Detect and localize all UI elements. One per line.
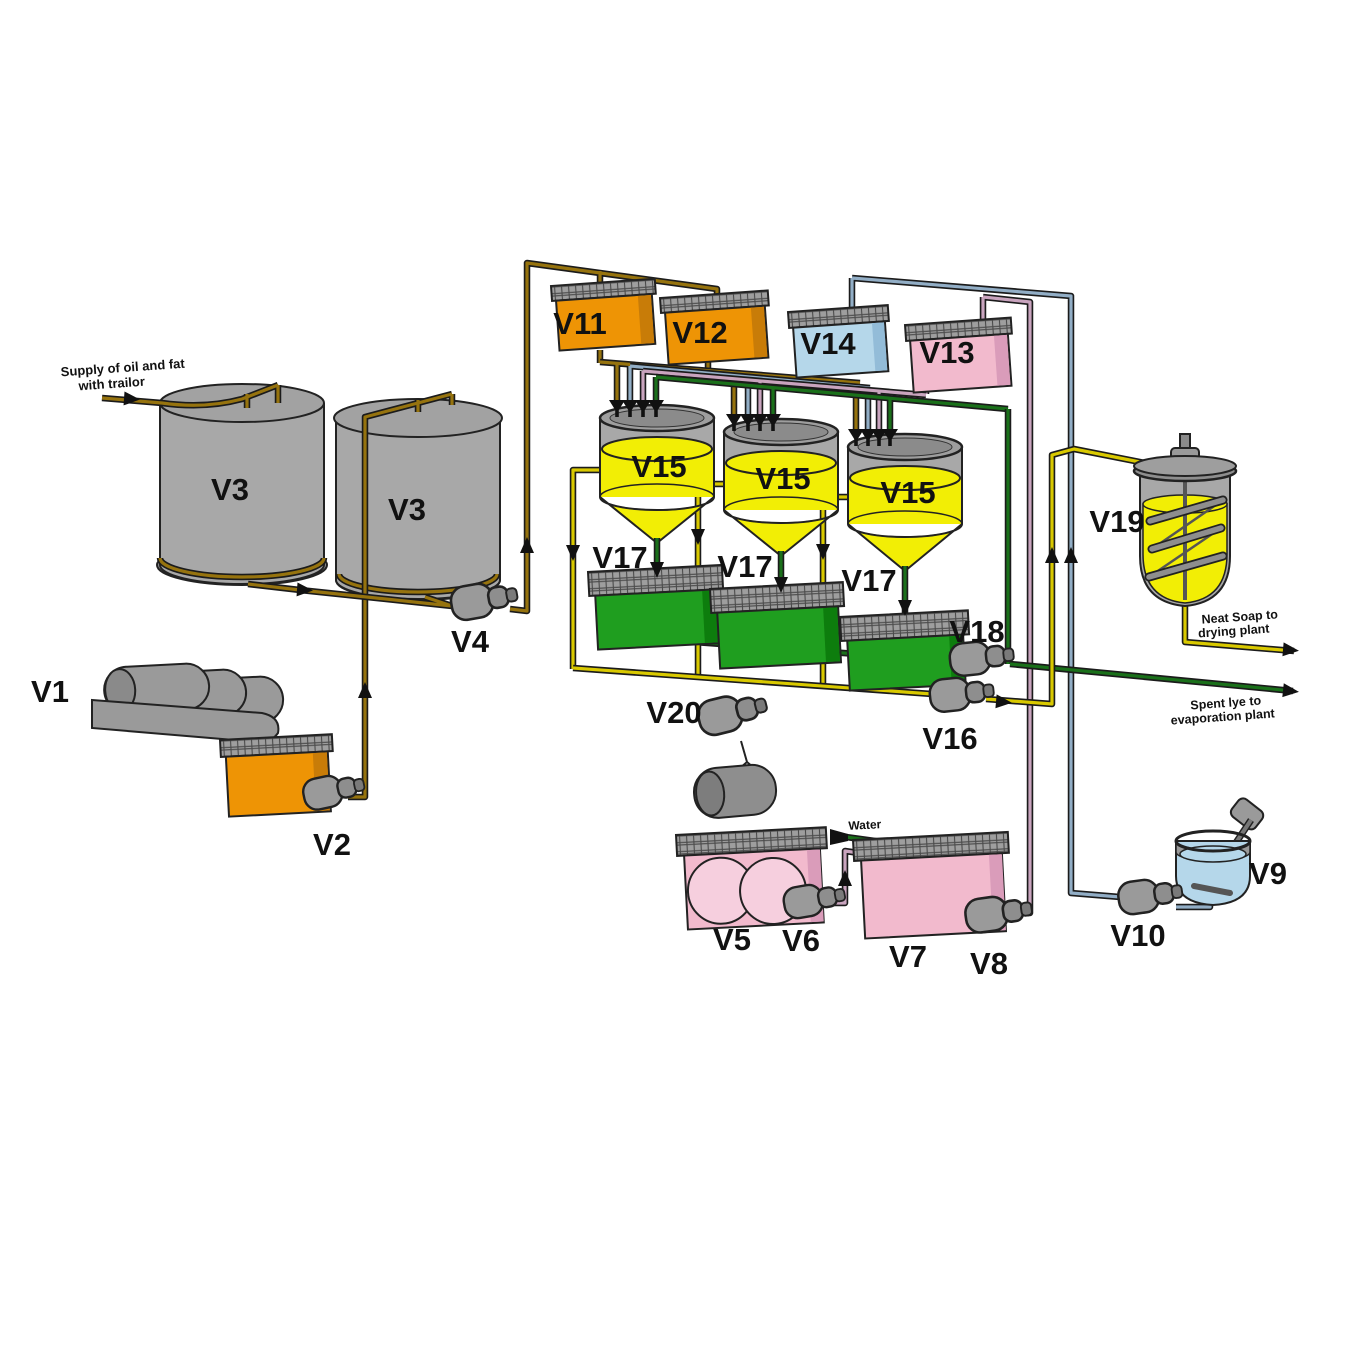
label-v3-right: V3 — [388, 492, 426, 527]
hoist-v20 — [693, 685, 778, 819]
label-v2: V2 — [313, 827, 351, 862]
neat-soap-annotation-line1: Neat Soap to — [1201, 607, 1279, 626]
vessel-labels: V1 V3 V3 V2 V4 V11 V12 V14 V13 V15 V15 V… — [31, 306, 1287, 981]
crutcher-v15-1 — [598, 403, 716, 545]
label-v17-3: V17 — [841, 563, 896, 598]
label-v3-left: V3 — [211, 472, 249, 507]
header-tank-v12 — [658, 289, 770, 366]
header-tank-v14 — [786, 303, 890, 379]
drum-store-v1 — [91, 662, 285, 744]
label-v5: V5 — [713, 922, 751, 957]
label-v17-2: V17 — [717, 549, 772, 584]
soap-mixer-v19 — [1132, 433, 1238, 608]
label-v20: V20 — [646, 695, 701, 730]
label-v15-1: V15 — [631, 449, 686, 484]
label-v11: V11 — [553, 306, 606, 341]
label-v13: V13 — [919, 335, 974, 370]
label-v10: V10 — [1110, 918, 1165, 953]
neat-soap-annotation-line2: drying plant — [1198, 621, 1271, 640]
crutcher-v15-2 — [722, 417, 840, 558]
label-v4: V4 — [451, 624, 490, 659]
label-v17-1: V17 — [592, 540, 647, 575]
label-v7: V7 — [889, 939, 927, 974]
pump-v10 — [1115, 873, 1186, 918]
pump-v16 — [927, 672, 997, 715]
header-tank-v13 — [903, 316, 1013, 394]
label-v12: V12 — [672, 315, 727, 350]
supply-annotation-line2: with trailor — [77, 374, 145, 394]
label-v1: V1 — [31, 674, 69, 709]
spent-lye-annotation-line1: Spent lye to — [1190, 694, 1262, 713]
label-v8: V8 — [970, 946, 1008, 981]
label-v19: V19 — [1089, 504, 1144, 539]
label-v9: V9 — [1249, 856, 1287, 891]
label-v15-3: V15 — [880, 475, 935, 510]
label-v16: V16 — [922, 721, 977, 756]
water-inlet-funnel — [830, 829, 848, 845]
label-v6: V6 — [782, 923, 820, 958]
label-v15-2: V15 — [755, 461, 810, 496]
crutcher-v15-3 — [846, 432, 964, 573]
spent-lye-annotation-line2: evaporation plant — [1170, 706, 1276, 727]
roll-tank-v5 — [674, 826, 828, 931]
lye-tank-v17-2 — [708, 580, 846, 670]
label-v14: V14 — [800, 326, 856, 361]
spiral-agitator — [1144, 495, 1228, 582]
water-annotation: Water — [848, 817, 882, 833]
label-v18: V18 — [949, 614, 1004, 649]
header-tank-v11 — [549, 277, 657, 352]
